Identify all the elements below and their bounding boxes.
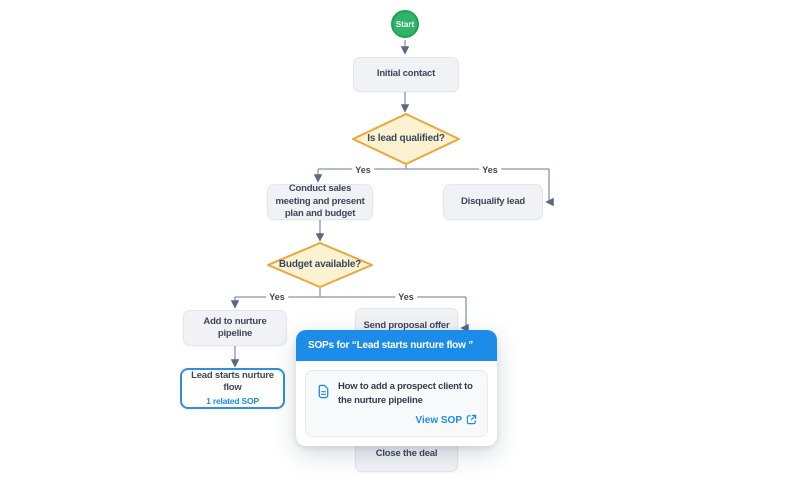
edge-yes-disqualify <box>545 169 554 207</box>
node-start[interactable]: Start <box>391 10 419 38</box>
sop-list-item[interactable]: How to add a prospect client to the nurt… <box>305 370 488 437</box>
external-link-icon <box>466 414 477 428</box>
node-add-to-nurture[interactable]: Add to nurture pipeline <box>183 310 287 346</box>
sop-popup-body: How to add a prospect client to the nurt… <box>296 361 497 446</box>
node-initial-contact[interactable]: Initial contact <box>353 57 459 92</box>
node-lead-starts-nurture[interactable]: Lead starts nurture flow 1 related SOP <box>180 368 285 409</box>
lead-starts-nurture-label: Lead starts nurture flow <box>191 369 274 393</box>
view-sop-label: View SOP <box>415 415 462 427</box>
sop-item-title: How to add a prospect client to the nurt… <box>338 381 473 406</box>
edge-yes-proposal <box>460 297 469 333</box>
sop-popup-title: SOPs for “Lead starts nurture flow ” <box>296 330 497 361</box>
related-sop-badge[interactable]: 1 related SOP <box>206 396 259 407</box>
node-is-lead-qualified-label[interactable]: Is lead qualified? <box>367 133 445 144</box>
document-icon <box>316 384 331 404</box>
edge-label-yes-left: Yes <box>352 165 374 175</box>
view-sop-link[interactable]: View SOP <box>415 414 477 428</box>
node-budget-available-label[interactable]: Budget available? <box>278 259 362 270</box>
node-conduct-meeting[interactable]: Conduct sales meeting and present plan a… <box>267 183 373 220</box>
node-disqualify-lead[interactable]: Disqualify lead <box>443 184 543 220</box>
diamond-budget-available[interactable] <box>267 242 373 288</box>
sop-popup: SOPs for “Lead starts nurture flow ” How… <box>296 330 497 446</box>
diamond-is-lead-qualified[interactable] <box>352 113 460 165</box>
edge-label-yes-left2: Yes <box>266 292 288 302</box>
edge-label-yes-right2: Yes <box>395 292 417 302</box>
edge-label-yes-right: Yes <box>479 165 501 175</box>
